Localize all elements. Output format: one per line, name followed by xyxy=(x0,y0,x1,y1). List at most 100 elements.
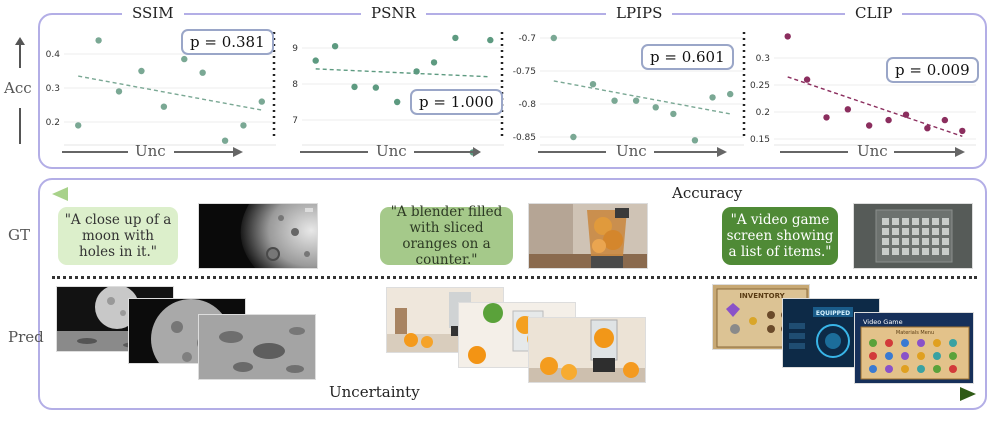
unc-arrow-clip xyxy=(780,147,965,157)
data-point xyxy=(75,122,82,129)
item-slot xyxy=(932,238,939,245)
data-point xyxy=(138,67,145,75)
trend-line xyxy=(315,68,491,78)
row-divider xyxy=(52,276,977,279)
ssim-scatter-plot: 0.20.30.4 xyxy=(46,32,276,146)
item-slot xyxy=(882,248,889,255)
data-point xyxy=(452,34,459,42)
ssim-p-value: p = 0.381 xyxy=(190,33,265,51)
item-slot xyxy=(902,238,909,245)
data-point xyxy=(331,43,339,50)
item-slot xyxy=(912,248,919,255)
y-tick-label: 7 xyxy=(292,116,298,126)
data-point xyxy=(160,103,168,110)
item-icon xyxy=(917,339,925,347)
y-tick-label: -0.8 xyxy=(518,100,536,110)
unc-label-clip: Unc xyxy=(857,142,888,160)
data-point xyxy=(727,90,734,98)
data-point xyxy=(941,116,949,124)
item-icon xyxy=(901,365,909,373)
metrics-panel xyxy=(38,13,987,169)
item-icon xyxy=(885,352,893,360)
item-slot xyxy=(892,238,899,245)
lpips-p-value: p = 0.601 xyxy=(650,48,725,66)
trend-line xyxy=(553,80,731,115)
unc-label-lpips: Unc xyxy=(616,142,647,160)
y-tick-label: 0.25 xyxy=(750,81,770,91)
lpips-scatter-plot: -0.7-0.75-0.8-0.85 xyxy=(513,32,746,146)
gt-caption-blender-text: "A blender filled with sliced oranges on… xyxy=(390,204,503,268)
inventory-title: INVENTORY xyxy=(739,292,785,300)
gt-image-game-screen xyxy=(853,203,973,269)
item-slot xyxy=(942,218,949,225)
gt-caption-game: "A video game screen showing a list of i… xyxy=(722,207,838,265)
gt-caption-blender: "A blender filled with sliced oranges on… xyxy=(380,204,513,268)
game-menu-subtitle: Materials Menu xyxy=(896,330,934,336)
data-point xyxy=(181,55,188,63)
item-icon xyxy=(885,365,893,373)
data-point xyxy=(691,137,699,144)
data-point xyxy=(221,137,229,144)
data-point xyxy=(709,94,716,101)
item-icon xyxy=(901,352,909,360)
data-point xyxy=(959,127,966,135)
lpips-p-value-box: p = 0.601 xyxy=(641,44,734,70)
item-slot xyxy=(912,228,919,235)
data-point xyxy=(550,34,557,42)
clip-title: CLIP xyxy=(845,4,903,22)
item-slot xyxy=(882,228,889,235)
data-point xyxy=(258,98,265,105)
data-point xyxy=(670,110,677,118)
item-icon xyxy=(869,352,877,360)
data-point xyxy=(589,81,597,88)
item-slot xyxy=(922,218,929,225)
acc-axis-label: Acc xyxy=(4,79,32,97)
data-point xyxy=(351,83,358,91)
psnr-title: PSNR xyxy=(361,4,426,22)
gt-row-label: GT xyxy=(8,226,30,244)
trend-line xyxy=(78,75,262,111)
y-tick-label: 8 xyxy=(292,80,298,90)
item-slot xyxy=(882,238,889,245)
y-tick-label: -0.75 xyxy=(513,67,536,77)
item-slot xyxy=(922,228,929,235)
item-icon xyxy=(917,365,925,373)
data-point xyxy=(652,104,659,111)
item-slot xyxy=(882,218,889,225)
item-icon xyxy=(933,339,941,347)
item-slot xyxy=(902,218,909,225)
equipped-title: EQUIPPED xyxy=(816,310,850,317)
gt-caption-moon-text: "A close up of a moon with holes in it." xyxy=(64,212,172,260)
clip-p-value-box: p = 0.009 xyxy=(886,57,979,83)
item-slot xyxy=(932,218,939,225)
item-slot xyxy=(912,218,919,225)
acc-axis xyxy=(10,36,30,146)
item-slot xyxy=(902,248,909,255)
item-icon xyxy=(917,352,925,360)
unc-label-psnr: Unc xyxy=(376,142,407,160)
data-point xyxy=(430,59,438,66)
data-point xyxy=(570,133,577,141)
item-slot xyxy=(932,228,939,235)
data-point xyxy=(240,122,247,129)
pred-image-moon-3 xyxy=(198,314,316,380)
data-point xyxy=(823,114,830,121)
data-point xyxy=(844,106,852,113)
item-slot xyxy=(922,248,929,255)
item-slot xyxy=(892,218,899,225)
gt-image-blender xyxy=(528,203,648,269)
y-tick-label: 0.4 xyxy=(46,50,61,60)
item-icon xyxy=(933,365,941,373)
item-icon xyxy=(869,365,877,373)
item-slot xyxy=(942,228,949,235)
pred-image-blender-3 xyxy=(528,317,646,383)
data-point xyxy=(413,68,420,75)
game-menu-title: Video Game xyxy=(863,318,903,326)
examples-panel xyxy=(38,178,987,410)
item-slot xyxy=(902,228,909,235)
trend-line xyxy=(787,76,963,137)
item-slot xyxy=(932,248,939,255)
item-icon xyxy=(949,365,957,373)
data-point xyxy=(632,97,640,104)
accuracy-label: Accuracy xyxy=(662,184,753,202)
